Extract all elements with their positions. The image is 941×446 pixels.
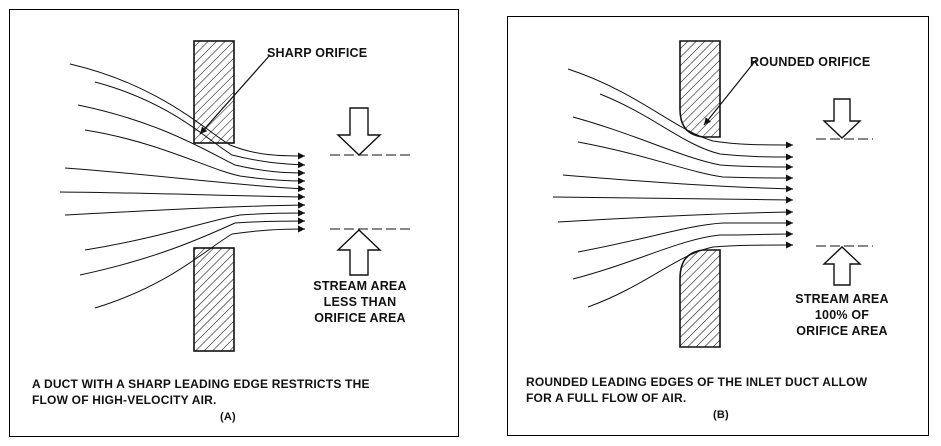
caption: ROUNDED LEADING EDGES OF THE INLET DUCT …	[526, 375, 868, 405]
streamline	[94, 225, 306, 309]
caption: A DUCT WITH A SHARP LEADING EDGE RESTRIC…	[32, 377, 370, 407]
callout-leader	[703, 59, 757, 126]
streamline	[69, 63, 306, 160]
down-arrow-icon	[336, 107, 382, 156]
callout-leader	[199, 54, 271, 135]
streamline	[572, 230, 794, 280]
callout-label: SHARP ORIFICE	[267, 46, 368, 60]
streamline	[79, 217, 306, 276]
panel-sharp-orifice: SHARP ORIFICE STREAM AREA LESS THAN ORIF…	[9, 9, 459, 437]
streamline	[64, 201, 306, 216]
streamline	[84, 129, 306, 185]
streamline	[557, 208, 794, 223]
lower-duct-wall	[193, 247, 235, 352]
up-arrow-icon	[822, 246, 862, 286]
streamline	[77, 104, 306, 177]
lower-duct-wall	[679, 249, 721, 348]
streamline	[572, 116, 794, 171]
streamline	[552, 196, 794, 204]
down-arrow-icon	[822, 98, 862, 139]
streamline	[64, 167, 306, 193]
streamline	[84, 209, 306, 251]
streamline	[567, 68, 794, 149]
airflow-streamlines	[59, 63, 306, 309]
sharp-orifice-diagram	[59, 40, 410, 352]
panel-letter: (B)	[713, 409, 729, 421]
streamline	[599, 93, 794, 161]
stream-area-label: STREAM AREA 100% OF ORIFICE AREA	[795, 292, 889, 338]
upper-duct-wall	[193, 40, 235, 144]
streamline	[59, 191, 306, 201]
streamline	[562, 174, 794, 193]
rounded-orifice-diagram	[552, 40, 873, 348]
streamline	[587, 241, 794, 308]
panel-rounded-orifice: ROUNDED ORIFICE STREAM AREA 100% OF ORIF…	[507, 16, 929, 436]
panel-letter: (A)	[220, 411, 236, 423]
streamline	[94, 81, 306, 169]
up-arrow-icon	[336, 229, 382, 276]
stream-area-label: STREAM AREA LESS THAN ORIFICE AREA	[313, 279, 407, 325]
streamline	[577, 219, 793, 253]
callout-label: ROUNDED ORIFICE	[750, 55, 871, 69]
upper-duct-wall	[679, 40, 721, 138]
streamline	[577, 141, 794, 182]
airflow-streamlines	[552, 68, 794, 308]
